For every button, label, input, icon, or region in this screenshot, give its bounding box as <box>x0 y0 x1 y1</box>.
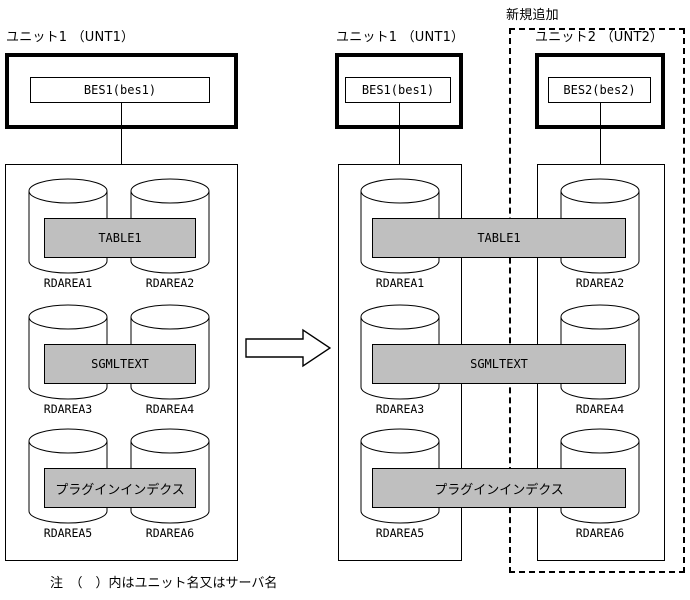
after-rdarea-label-6: RDAREA6 <box>575 526 625 540</box>
before-table-label-2: プラグインインデクス <box>55 482 185 498</box>
after-table-label-0: TABLE1 <box>477 231 521 245</box>
before-rdarea-container <box>5 164 238 561</box>
after-bes1-label: BES1(bes1) <box>361 83 435 97</box>
before-rdarea-label-3: RDAREA3 <box>43 402 93 416</box>
after-rdarea-label-3: RDAREA3 <box>375 402 425 416</box>
after-table-label-2: プラグインインデクス <box>434 482 564 498</box>
before-bes1-label: BES1(bes1) <box>83 83 157 97</box>
after-table-bar-0: TABLE1 <box>372 218 626 258</box>
before-unit1-title: ユニット1 （UNT1） <box>6 30 135 45</box>
after-bes2-box: BES2(bes2) <box>548 77 651 103</box>
after-rdarea-label-2: RDAREA2 <box>575 276 625 290</box>
before-table-bar-0: TABLE1 <box>44 218 196 258</box>
after-unit2-title: ユニット2 （UNT2） <box>535 30 664 45</box>
after-unit1-title: ユニット1 （UNT1） <box>336 30 465 45</box>
after-unit2-connector-line <box>600 103 601 165</box>
after-rdarea-label-5: RDAREA5 <box>375 526 425 540</box>
after-rdarea-label-4: RDAREA4 <box>575 402 625 416</box>
before-rdarea-label-5: RDAREA5 <box>43 526 93 540</box>
before-table-bar-2: プラグインインデクス <box>44 468 196 508</box>
before-table-label-0: TABLE1 <box>98 231 142 245</box>
after-rdarea-label-1: RDAREA1 <box>375 276 425 290</box>
after-table-label-1: SGMLTEXT <box>470 357 528 371</box>
after-table-bar-2: プラグインインデクス <box>372 468 626 508</box>
before-table-bar-1: SGMLTEXT <box>44 344 196 384</box>
before-connector-line <box>121 103 122 165</box>
before-rdarea-label-4: RDAREA4 <box>145 402 195 416</box>
after-bes1-box: BES1(bes1) <box>345 77 451 103</box>
right-arrow-icon <box>245 328 332 372</box>
new-addition-label: 新規追加 <box>506 8 559 23</box>
before-rdarea-label-2: RDAREA2 <box>145 276 195 290</box>
figure-note-caption: 注 （ ）内はユニット名又はサーバ名 <box>50 576 278 591</box>
after-unit1-connector-line <box>399 103 400 165</box>
after-table-bar-1: SGMLTEXT <box>372 344 626 384</box>
before-rdarea-label-1: RDAREA1 <box>43 276 93 290</box>
before-bes1-box: BES1(bes1) <box>30 77 210 103</box>
new-addition-dashed-region <box>509 28 685 573</box>
after-bes2-label: BES2(bes2) <box>563 83 636 97</box>
before-table-label-1: SGMLTEXT <box>91 357 149 371</box>
before-rdarea-label-6: RDAREA6 <box>145 526 195 540</box>
